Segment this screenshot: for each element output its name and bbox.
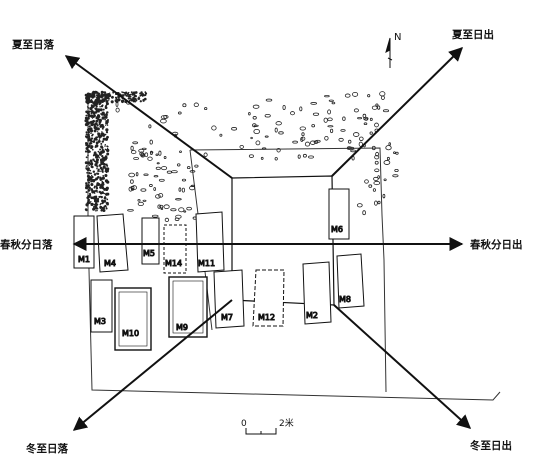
tomb-m12: M12	[252, 269, 285, 327]
summer-sunset-arrow	[64, 55, 233, 179]
svg-text:M7: M7	[221, 313, 233, 322]
svg-text:N: N	[394, 32, 401, 43]
tomb-m11: M11	[195, 211, 225, 273]
label-summer-sunset: 夏至日落	[11, 38, 54, 51]
tomb-m1: M1	[73, 215, 95, 269]
direction-labels: 夏至日落 夏至日出 春秋分日落 春秋分日出 冬至日落 冬至日出	[0, 28, 523, 455]
tomb-m2: M2	[302, 261, 332, 325]
tomb-m8: M8	[336, 253, 365, 309]
tomb-m6: M6	[328, 188, 350, 240]
tomb-m14: M14	[163, 224, 187, 274]
svg-text:M3: M3	[94, 317, 106, 326]
north-arrow-icon: N	[385, 32, 401, 68]
svg-text:M10: M10	[122, 329, 139, 338]
svg-text:2米: 2米	[279, 417, 294, 429]
stone-band	[84, 90, 148, 212]
direction-arrows	[64, 47, 472, 431]
svg-text:M4: M4	[104, 259, 116, 268]
summer-sunrise-arrow	[331, 47, 463, 177]
winter-sunset-arrow	[72, 299, 233, 431]
svg-text:M2: M2	[306, 311, 318, 320]
label-winter-sunset: 冬至日落	[26, 442, 68, 455]
svg-text:M9: M9	[176, 323, 188, 332]
label-summer-sunrise: 夏至日出	[451, 28, 494, 41]
tomb-m5: M5	[141, 217, 160, 265]
svg-text:M5: M5	[143, 249, 155, 258]
tomb-m7: M7	[213, 269, 245, 329]
svg-text:M14: M14	[165, 259, 182, 268]
label-equinox-sunset: 春秋分日落	[0, 238, 53, 251]
tomb-m3: M3	[90, 279, 113, 333]
tombs: M1 M4 M5 M14 M11 M6 M3 M10	[73, 188, 365, 351]
svg-text:M8: M8	[339, 295, 351, 304]
svg-text:M1: M1	[78, 255, 90, 264]
svg-text:M11: M11	[198, 259, 215, 268]
tomb-m9: M9	[168, 276, 208, 338]
label-winter-sunrise: 冬至日出	[470, 439, 512, 452]
label-equinox-sunrise: 春秋分日出	[470, 238, 523, 251]
winter-sunrise-arrow	[333, 304, 472, 429]
scale-bar: 0 2米	[241, 417, 294, 435]
tomb-m10: M10	[114, 287, 152, 351]
svg-text:M12: M12	[258, 313, 275, 322]
scattered-stones	[115, 91, 399, 223]
svg-text:M6: M6	[331, 225, 343, 234]
svg-text:0: 0	[241, 419, 247, 429]
